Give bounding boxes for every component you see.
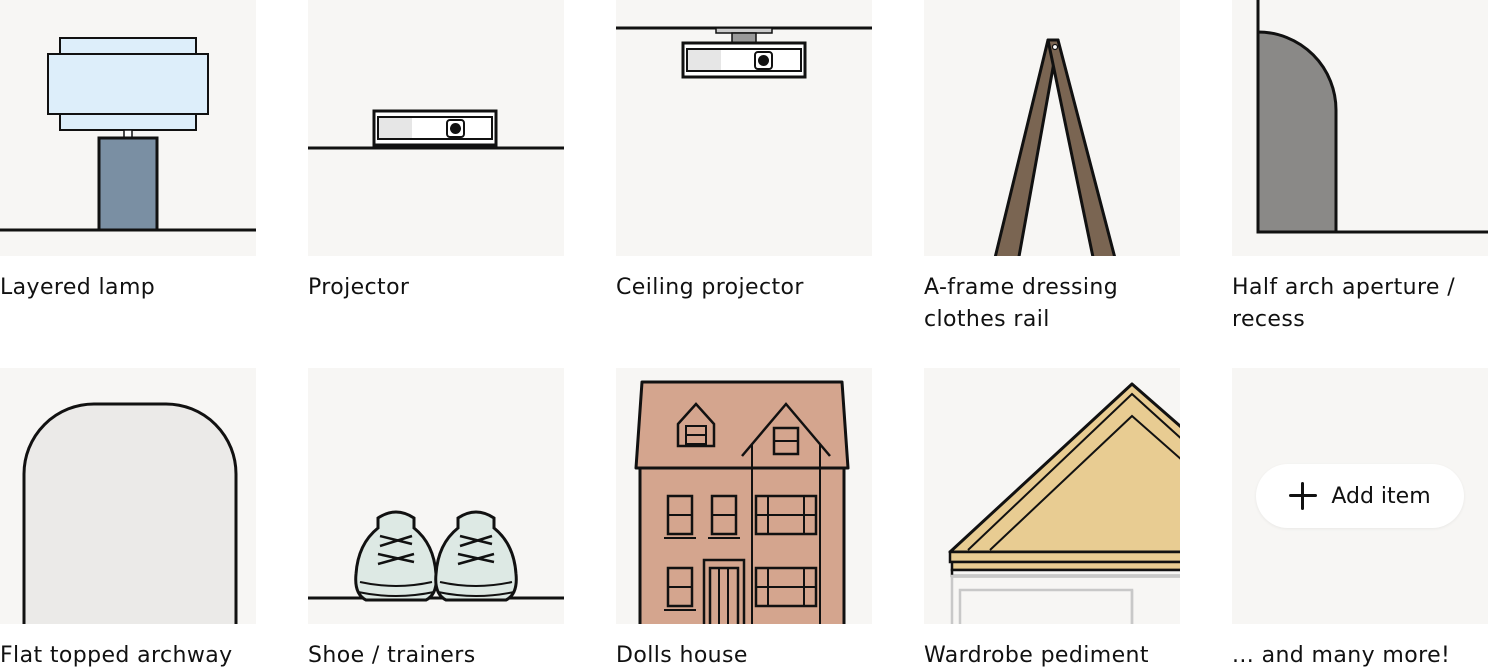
item-label: Flat topped archway (0, 643, 233, 668)
add-item-button[interactable]: Add item (1256, 464, 1464, 528)
item-label: Half arch aperture / recess (1232, 275, 1456, 332)
shoe-trainers-icon (308, 510, 564, 602)
ceiling-projector-icon (616, 26, 872, 79)
item-label: A-frame dressing clothes rail (924, 275, 1119, 332)
flat-archway-icon (22, 402, 238, 624)
item-card-a-frame-rail[interactable]: A-frame dressing clothes rail (924, 0, 1180, 336)
item-thumbnail (1232, 0, 1488, 256)
a-frame-rail-icon (993, 38, 1116, 256)
item-thumbnail (616, 0, 872, 256)
wardrobe-pediment-icon (948, 382, 1180, 624)
projector-icon (308, 109, 564, 150)
item-thumbnail (0, 0, 256, 256)
item-label: Wardrobe pediment (924, 643, 1149, 668)
item-thumbnail (308, 368, 564, 624)
item-card-ceiling-projector[interactable]: Ceiling projector (616, 0, 872, 304)
item-thumbnail (616, 368, 872, 624)
item-card-shoe-trainers[interactable]: Shoe / trainers (308, 368, 564, 672)
item-thumbnail (924, 0, 1180, 256)
layered-lamp-icon (0, 37, 256, 232)
item-card-half-arch[interactable]: Half arch aperture / recess (1232, 0, 1488, 336)
item-card-projector[interactable]: Projector (308, 0, 564, 304)
item-label: Shoe / trainers (308, 643, 476, 668)
item-label: Ceiling projector (616, 275, 804, 300)
add-item-label: Add item (1331, 483, 1431, 509)
item-card-layered-lamp[interactable]: Layered lamp (0, 0, 256, 304)
item-thumbnail (924, 368, 1180, 624)
plus-icon (1289, 482, 1318, 510)
item-card-wardrobe-pediment[interactable]: Wardrobe pediment (924, 368, 1180, 672)
item-card-dolls-house[interactable]: Dolls house (616, 368, 872, 672)
item-label: Dolls house (616, 643, 748, 668)
item-label: Projector (308, 275, 410, 300)
item-thumbnail (308, 0, 564, 256)
item-card-flat-archway[interactable]: Flat topped archway (0, 368, 256, 672)
dolls-house-icon (634, 380, 850, 624)
item-thumbnail: Add item (1232, 368, 1488, 624)
item-label: ... and many more! (1232, 643, 1451, 668)
item-card-more: Add item ... and many more! (1232, 368, 1488, 672)
half-arch-icon (1256, 0, 1488, 234)
item-thumbnail (0, 368, 256, 624)
item-label: Layered lamp (0, 275, 156, 300)
